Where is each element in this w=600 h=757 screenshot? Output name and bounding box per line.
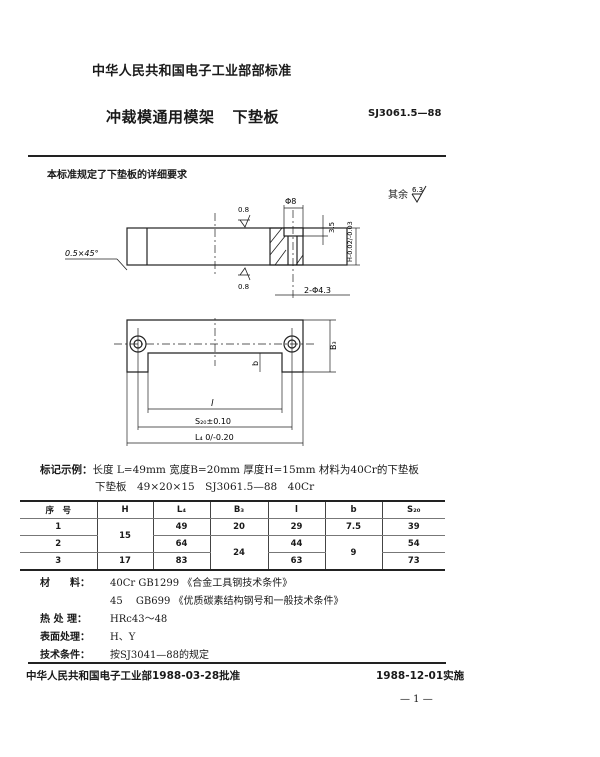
plan-view-drawing: B₃ b l S₂₀±0.10 L₄ 0/-0.20	[114, 318, 338, 446]
marking-example: 标记示例：长度 L=49mm 宽度B=20mm 厚度H=15mm 材料为40Cr…	[40, 462, 419, 496]
dimensions-table: 序 号 H L₄ B₃ l b S₂₀ 1 15 49 20 29 7.5 39…	[20, 500, 445, 571]
standard-code: SJ3061.5—88	[368, 108, 442, 119]
tech-conditions-value: 按SJ3041—88的规定	[110, 650, 210, 661]
thickness-label: H-0.02/-0.03	[346, 221, 354, 262]
marking-label: 标记示例：	[40, 464, 93, 476]
heat-treatment-value: HRc43～48	[110, 614, 168, 625]
marking-designation: 下垫板 49×20×15 SJ3061.5—88 40Cr	[95, 481, 315, 493]
approval-note: 中华人民共和国电子工业部1988-03-28批准	[26, 670, 241, 682]
cell-s: 39	[381, 518, 445, 536]
roughness-value: 6.3	[412, 186, 423, 194]
cell-no: 1	[20, 518, 97, 536]
col-header-slot-b: b	[324, 501, 382, 519]
cell-s: 54	[381, 535, 445, 553]
surface-treatment-value: H、Y	[110, 632, 136, 643]
material-label: 材 料：	[40, 578, 90, 589]
cell-no: 2	[20, 535, 97, 553]
technical-requirements: 材 料： 40Cr GB1299 《合金工具钢技术条件》 45 GB699 《优质…	[40, 575, 344, 665]
cell-slot-l: 63	[267, 552, 325, 570]
material-1: 40Cr GB1299 《合金工具钢技术条件》	[110, 578, 293, 589]
col-header-l: L₄	[152, 501, 210, 519]
col-header-s: S₂₀	[381, 501, 445, 519]
cell-b: 24	[209, 535, 268, 571]
general-roughness-note: 其余	[388, 186, 408, 201]
cell-h: 15	[96, 518, 153, 553]
length-label: L₄ 0/-0.20	[195, 433, 234, 442]
surface-treatment-label: 表面处理：	[40, 632, 90, 643]
cell-slot-b: 7.5	[324, 518, 382, 536]
material-2: 45 GB699 《优质碳素结构钢号和一般技术条件》	[110, 596, 344, 607]
table-header-row: 序 号 H L₄ B₃ l b S₂₀	[20, 501, 445, 519]
cell-l: 64	[152, 535, 210, 553]
cell-h: 17	[96, 552, 153, 570]
slot-depth-label: b	[251, 361, 260, 366]
roughness-symbol-icon: 6.3	[411, 185, 427, 203]
counterbore-depth-label: 3.5	[328, 222, 336, 233]
issuing-organization: 中华人民共和国电子工业部部标准	[92, 64, 292, 79]
col-header-no: 序 号	[20, 501, 97, 519]
cell-l: 49	[152, 518, 210, 536]
chamfer-label: 0.5×45°	[65, 249, 99, 258]
header-divider	[28, 155, 446, 157]
title-part: 下垫板	[232, 108, 280, 126]
cell-slot-b: 9	[324, 535, 382, 571]
footer-divider	[28, 662, 446, 664]
marking-description: 长度 L=49mm 宽度B=20mm 厚度H=15mm 材料为40Cr的下垫板	[92, 464, 419, 476]
cell-l: 83	[152, 552, 210, 570]
title-main: 冲裁模通用模架	[106, 108, 215, 126]
cell-slot-l: 44	[267, 535, 325, 553]
table-row: 3 17 83 63 73	[20, 552, 445, 570]
top-roughness-label: 0.8	[238, 206, 249, 214]
cell-slot-l: 29	[267, 518, 325, 536]
table-row: 2 64 24 44 9 54	[20, 535, 445, 571]
slot-length-label: l	[211, 399, 214, 409]
width-label: B₃	[329, 341, 338, 350]
cell-no: 3	[55, 556, 62, 566]
col-header-b: B₃	[209, 501, 268, 519]
col-header-slot-l: l	[267, 501, 325, 519]
bottom-roughness-label: 0.8	[238, 283, 249, 291]
heat-treatment-label: 热 处 理：	[40, 614, 87, 625]
counterbore-diameter-label: Φ8	[285, 197, 296, 206]
hole-spacing-label: S₂₀±0.10	[195, 417, 231, 426]
side-view-drawing: 0.5×45° 0.8 0.8 Φ8 3.5 H-0.02/-0.03 2-Φ4…	[65, 197, 360, 300]
roughness-note-label: 其余	[388, 190, 408, 201]
effective-date: 1988-12-01实施	[376, 670, 465, 682]
holes-label: 2-Φ4.3	[304, 286, 331, 295]
cell-s: 73	[381, 552, 445, 570]
document-title: 冲裁模通用模架下垫板	[106, 106, 279, 127]
col-header-h: H	[96, 501, 153, 519]
cell-b: 20	[209, 518, 268, 536]
scope-statement: 本标准规定了下垫板的详细要求	[47, 170, 187, 181]
table-row: 1 15 49 20 29 7.5 39	[20, 518, 445, 553]
page-number: — 1 —	[400, 694, 433, 705]
tech-conditions-label: 技术条件：	[40, 650, 90, 661]
